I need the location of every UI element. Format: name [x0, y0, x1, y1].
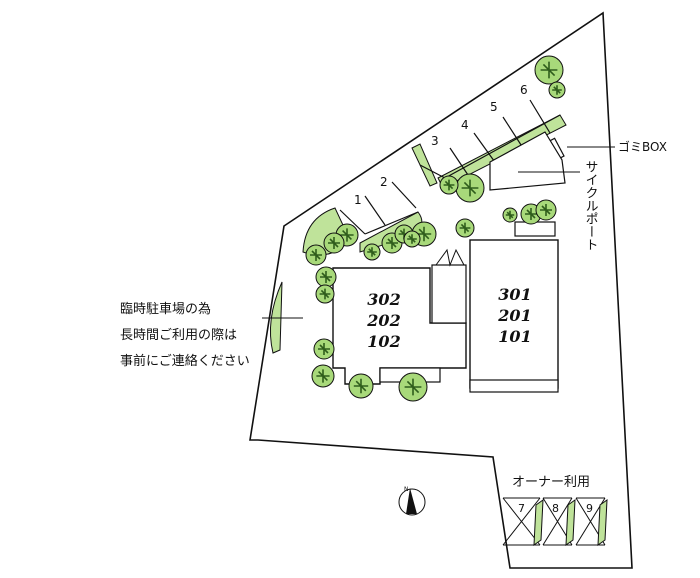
building-east [469, 239, 559, 389]
tree-icon [403, 230, 421, 248]
lawn-strip-upper [411, 143, 438, 187]
tree-icon [348, 373, 374, 399]
annotation-line-2: 長時間ご利用の際は [120, 327, 237, 343]
tree-icon [363, 243, 381, 261]
unit-301: 301 [498, 285, 531, 304]
owner-use-label: オーナー利用 [512, 475, 590, 490]
compass-icon: N [398, 486, 426, 516]
tree-icon [315, 284, 335, 304]
unit-102: 102 [367, 332, 400, 351]
tree-icon [313, 338, 335, 360]
parking-number-6: 6 [520, 83, 528, 97]
owner-parking [502, 497, 606, 546]
tree-icon [534, 55, 564, 85]
tree-icon [455, 218, 475, 238]
tree-icon [323, 232, 345, 254]
gomi-box-label: ゴミBOX [618, 139, 667, 154]
unit-202: 202 [366, 311, 400, 330]
parking-number-8: 8 [552, 502, 559, 515]
parking-number-2: 2 [380, 175, 388, 189]
unit-201: 201 [497, 306, 531, 325]
trees [305, 55, 566, 402]
parking-number-1: 1 [354, 193, 362, 207]
parking-stall-lines-upper [339, 99, 561, 235]
compass-label: N [404, 486, 409, 493]
annotation-line-1: 臨時駐車場の為 [120, 301, 211, 317]
annotation-line-3: 事前にご連絡ください [120, 353, 250, 369]
tree-icon [455, 173, 485, 203]
tree-icon [548, 81, 566, 99]
connector-block [431, 264, 467, 324]
tree-icon [315, 266, 337, 288]
building-east-entry [514, 221, 556, 237]
cycle-port-label: サイクルポート [583, 160, 598, 251]
parking-number-9: 9 [586, 502, 593, 515]
unit-101: 101 [498, 327, 531, 346]
unit-302: 302 [367, 290, 400, 309]
parking-number-4: 4 [461, 118, 469, 132]
tree-icon [535, 199, 557, 221]
parking-number-3: 3 [431, 134, 439, 148]
parking-number-5: 5 [490, 100, 498, 114]
tree-icon [502, 207, 518, 223]
tree-icon [311, 364, 335, 388]
owner-parking-dividers [533, 498, 608, 547]
parking-number-7: 7 [518, 502, 525, 515]
tree-icon [398, 372, 428, 402]
connector-roof [435, 248, 465, 267]
tree-icon [439, 175, 459, 195]
building-east-base [469, 379, 559, 393]
tree-icon [305, 244, 327, 266]
